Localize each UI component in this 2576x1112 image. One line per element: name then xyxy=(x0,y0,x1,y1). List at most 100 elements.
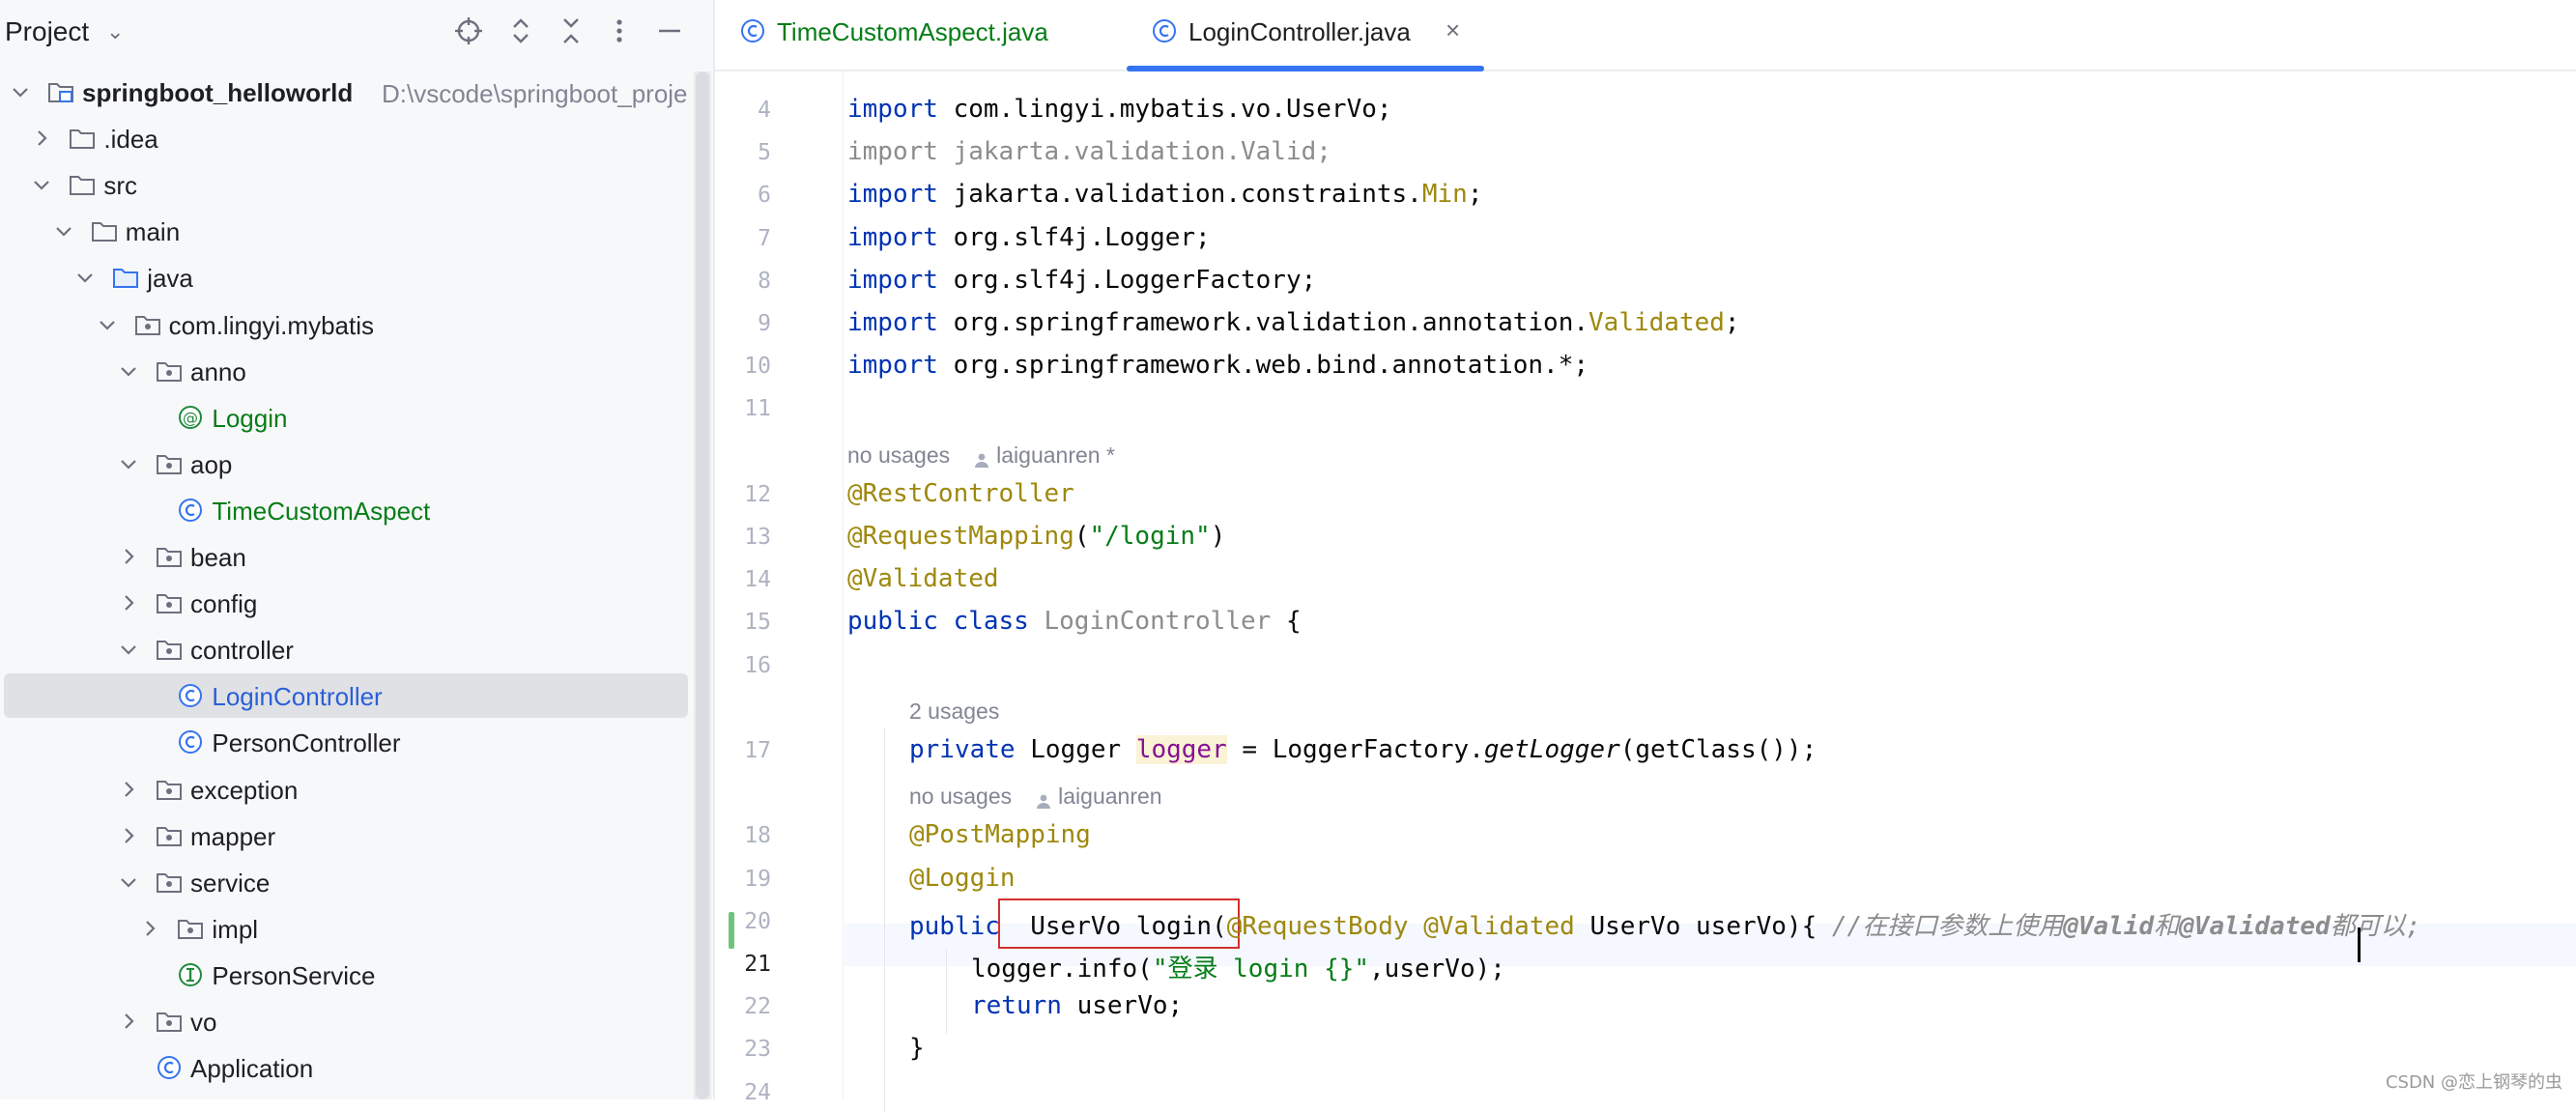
chevron-down-icon[interactable] xyxy=(53,220,74,242)
chevron-right-icon[interactable] xyxy=(118,779,139,800)
tree-item-java[interactable]: java xyxy=(4,255,688,299)
code-vision-hint[interactable]: 2 usages xyxy=(909,699,999,725)
expand-all-icon[interactable] xyxy=(504,14,537,47)
line-number[interactable]: 4 xyxy=(758,98,771,123)
code-line[interactable]: import org.springframework.web.bind.anno… xyxy=(847,351,1589,380)
project-panel-title[interactable]: Project xyxy=(5,16,90,46)
tree-item-vo[interactable]: vo xyxy=(4,999,688,1043)
line-number[interactable]: 23 xyxy=(744,1037,771,1063)
chevron-right-icon[interactable] xyxy=(118,546,139,567)
usages-hint[interactable]: no usages xyxy=(909,784,1013,810)
usages-hint[interactable]: no usages xyxy=(847,442,951,468)
chevron-right-icon[interactable] xyxy=(118,592,139,613)
code-line[interactable]: @RequestMapping("/login") xyxy=(847,522,1225,551)
tree-item-timecustomaspect[interactable]: TimeCustomAspect xyxy=(4,488,688,532)
code-area[interactable]: import com.lingyi.mybatis.vo.UserVo; impo… xyxy=(844,71,2576,1112)
vcs-change-marker[interactable] xyxy=(729,912,734,949)
line-number[interactable]: 24 xyxy=(744,1079,771,1105)
close-icon[interactable]: × xyxy=(1445,15,1461,44)
code-line[interactable]: logger.info("登录 login {}",userVo); xyxy=(971,949,1505,984)
code-line[interactable]: import org.slf4j.Logger; xyxy=(847,223,1211,252)
chevron-right-icon[interactable] xyxy=(31,128,52,149)
locate-target-icon[interactable] xyxy=(452,14,485,47)
line-number[interactable]: 22 xyxy=(744,994,771,1020)
tree-item-logincontroller[interactable]: LoginController xyxy=(4,673,688,719)
code-line[interactable]: @Validated xyxy=(847,564,999,593)
tab-logincontroller-java[interactable]: LoginController.java× xyxy=(1127,0,1494,71)
line-number[interactable]: 14 xyxy=(744,567,771,593)
chevron-right-icon[interactable] xyxy=(118,1011,139,1032)
code-vision-hint[interactable]: no usages laiguanren * xyxy=(847,442,1115,469)
tab-timecustomaspect-java[interactable]: TimeCustomAspect.java xyxy=(715,0,1111,70)
tree-item-config[interactable]: config xyxy=(4,581,688,625)
chevron-down-icon[interactable] xyxy=(31,174,52,195)
tree-item-personservice[interactable]: PersonService xyxy=(4,953,688,997)
code-line[interactable]: import com.lingyi.mybatis.vo.UserVo; xyxy=(847,95,1392,124)
line-number[interactable]: 11 xyxy=(744,396,771,422)
collapse-all-icon[interactable] xyxy=(555,14,587,47)
line-number[interactable]: 8 xyxy=(758,268,771,294)
line-number[interactable]: 19 xyxy=(744,866,771,892)
line-number[interactable]: 9 xyxy=(758,311,771,336)
line-number[interactable]: 15 xyxy=(744,610,771,636)
tree-item-impl[interactable]: impl xyxy=(4,906,688,951)
code-line[interactable]: private Logger logger = LoggerFactory.ge… xyxy=(909,735,1817,764)
line-number[interactable]: 7 xyxy=(758,225,771,251)
chevron-down-icon[interactable] xyxy=(97,314,118,335)
tree-item-application[interactable]: Application xyxy=(4,1045,688,1090)
line-number[interactable]: 21 xyxy=(744,952,771,977)
line-number[interactable]: 6 xyxy=(758,183,771,209)
line-number[interactable]: 18 xyxy=(744,823,771,849)
chevron-down-icon[interactable] xyxy=(74,267,96,288)
chevron-down-icon[interactable] xyxy=(118,360,139,382)
code-line[interactable]: return userVo; xyxy=(971,991,1183,1020)
chevron-down-icon[interactable] xyxy=(118,453,139,474)
author-hint[interactable]: laiguanren xyxy=(1058,784,1162,810)
chevron-down-icon[interactable] xyxy=(118,871,139,893)
line-number[interactable]: 10 xyxy=(744,354,771,380)
chevron-down-icon[interactable] xyxy=(118,639,139,660)
tree-item-mapper[interactable]: mapper xyxy=(4,813,688,858)
tree-item-idea[interactable]: .idea xyxy=(4,116,688,160)
tree-item-service[interactable]: service xyxy=(4,860,688,904)
code-line[interactable]: @Loggin xyxy=(909,864,1016,893)
tree-item-bean[interactable]: bean xyxy=(4,534,688,579)
code-line[interactable]: import jakarta.validation.Valid; xyxy=(847,137,1331,166)
code-line[interactable]: public UserVo login(@RequestBody @Valida… xyxy=(909,906,2420,942)
tree-item-src[interactable]: src xyxy=(4,162,688,207)
code-line[interactable]: import jakarta.validation.constraints.Mi… xyxy=(847,180,1482,209)
tree-item-controller[interactable]: controller xyxy=(4,627,688,671)
tree-item-com-lingyi-mybatis[interactable]: com.lingyi.mybatis xyxy=(4,302,688,347)
tree-item-exception[interactable]: exception xyxy=(4,767,688,812)
code-line[interactable]: public class LoginController { xyxy=(847,607,1302,636)
code-vision-hint[interactable]: no usages laiguanren xyxy=(909,784,1162,810)
code-line[interactable]: import org.slf4j.LoggerFactory; xyxy=(847,266,1316,295)
chevron-right-icon[interactable] xyxy=(118,825,139,846)
tree-item-personcontroller[interactable]: PersonController xyxy=(4,720,688,764)
code-line[interactable]: @RestController xyxy=(847,479,1074,508)
line-number[interactable]: 20 xyxy=(744,908,771,934)
more-options-icon[interactable] xyxy=(603,14,636,47)
code-line[interactable]: } xyxy=(909,1034,925,1063)
tree-item-aop[interactable]: aop xyxy=(4,442,688,486)
chevron-down-icon[interactable] xyxy=(10,81,31,102)
chevron-down-icon[interactable]: ⌄ xyxy=(106,19,125,43)
usages-hint[interactable]: 2 usages xyxy=(909,698,1000,724)
line-number[interactable]: 16 xyxy=(744,652,771,678)
project-scrollbar[interactable] xyxy=(694,71,711,1099)
minimize-icon[interactable] xyxy=(653,14,686,47)
line-number[interactable]: 5 xyxy=(758,140,771,166)
line-number[interactable]: 12 xyxy=(744,481,771,507)
line-number[interactable]: 17 xyxy=(744,738,771,763)
line-number[interactable]: 13 xyxy=(744,525,771,550)
code-line[interactable]: @PostMapping xyxy=(909,820,1091,849)
scrollbar-thumb[interactable] xyxy=(696,71,709,1099)
code-line[interactable]: import org.springframework.validation.an… xyxy=(847,308,1740,337)
tree-item-anno[interactable]: anno xyxy=(4,349,688,393)
tree-item-main[interactable]: main xyxy=(4,209,688,253)
chevron-right-icon[interactable] xyxy=(139,918,160,939)
author-hint[interactable]: laiguanren * xyxy=(996,442,1115,468)
tree-item-loggin[interactable]: @Loggin xyxy=(4,395,688,440)
